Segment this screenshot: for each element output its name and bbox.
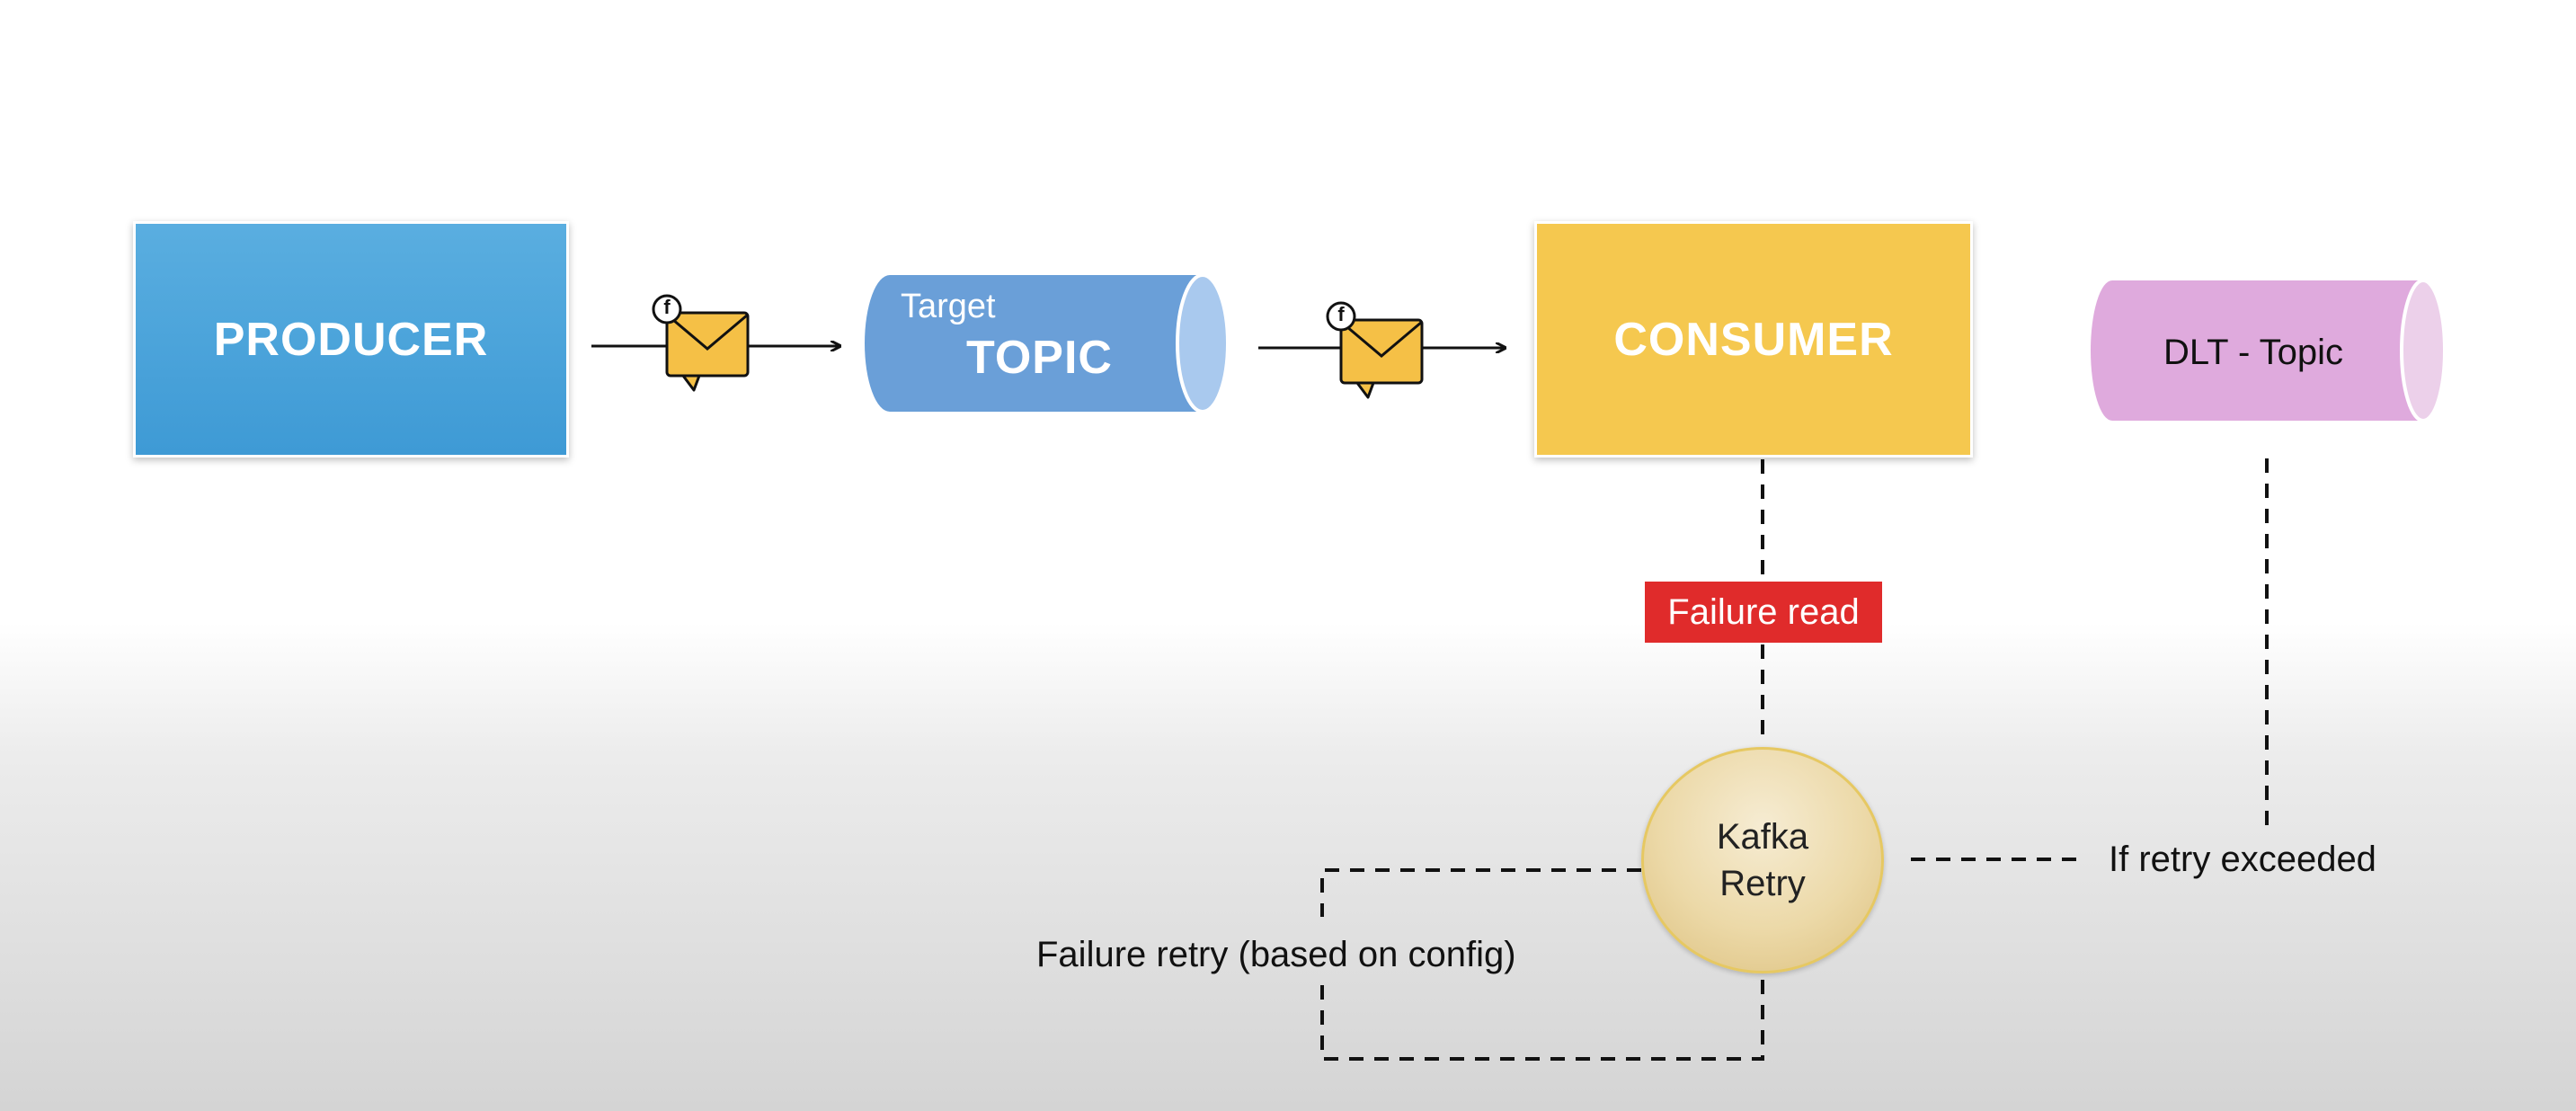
consumer-box: CONSUMER <box>1534 221 1973 458</box>
failure-retry-label: Failure retry (based on config) <box>1036 935 1516 974</box>
dlt-topic-cylinder <box>2091 279 2447 422</box>
envelope-badge-letter: f <box>663 296 671 318</box>
producer-box: PRODUCER <box>133 221 569 458</box>
envelope-icon <box>1326 301 1424 399</box>
retry-label-line2: Retry <box>1719 864 1806 903</box>
envelope-badge-letter: f <box>1337 303 1345 325</box>
producer-label: PRODUCER <box>213 313 489 366</box>
kafka-retry-circle: Kafka Retry <box>1641 747 1884 973</box>
dashed-connectors <box>1320 458 2269 1061</box>
dlt-topic-label: DLT - Topic <box>2163 332 2344 372</box>
retry-label-line1: Kafka <box>1716 817 1809 857</box>
failure-retry-loop <box>1320 868 1764 1061</box>
failure-read-badge: Failure read <box>1645 582 1882 643</box>
if-retry-exceeded-label: If retry exceeded <box>2109 840 2376 879</box>
consumer-label: CONSUMER <box>1613 313 1894 366</box>
topic-label: TOPIC <box>966 332 1113 384</box>
envelope-icon <box>652 294 750 392</box>
topic-sublabel: Target <box>901 288 996 325</box>
failure-read-label: Failure read <box>1667 591 1860 632</box>
target-topic-cylinder <box>865 273 1230 413</box>
